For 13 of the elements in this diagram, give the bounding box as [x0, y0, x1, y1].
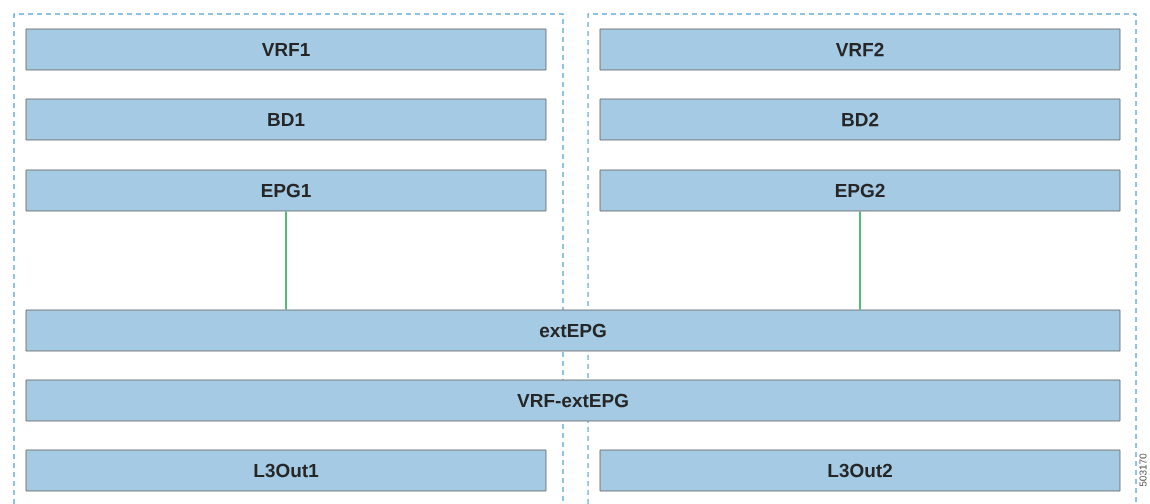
layer-box: BD1: [25, 98, 547, 141]
connector-line: [285, 210, 287, 311]
layer-box: EPG2: [599, 169, 1121, 212]
layer-box: BD2: [599, 98, 1121, 141]
figure-number: 503170: [1139, 453, 1147, 487]
layer-box: extEPG: [25, 309, 1121, 352]
layer-box: VRF2: [599, 28, 1121, 71]
layer-box: L3Out1: [25, 449, 547, 492]
layer-box: L3Out2: [599, 449, 1121, 492]
layer-box: VRF-extEPG: [25, 379, 1121, 422]
connector-line: [859, 210, 861, 311]
layer-box: VRF1: [25, 28, 547, 71]
layer-box: EPG1: [25, 169, 547, 212]
